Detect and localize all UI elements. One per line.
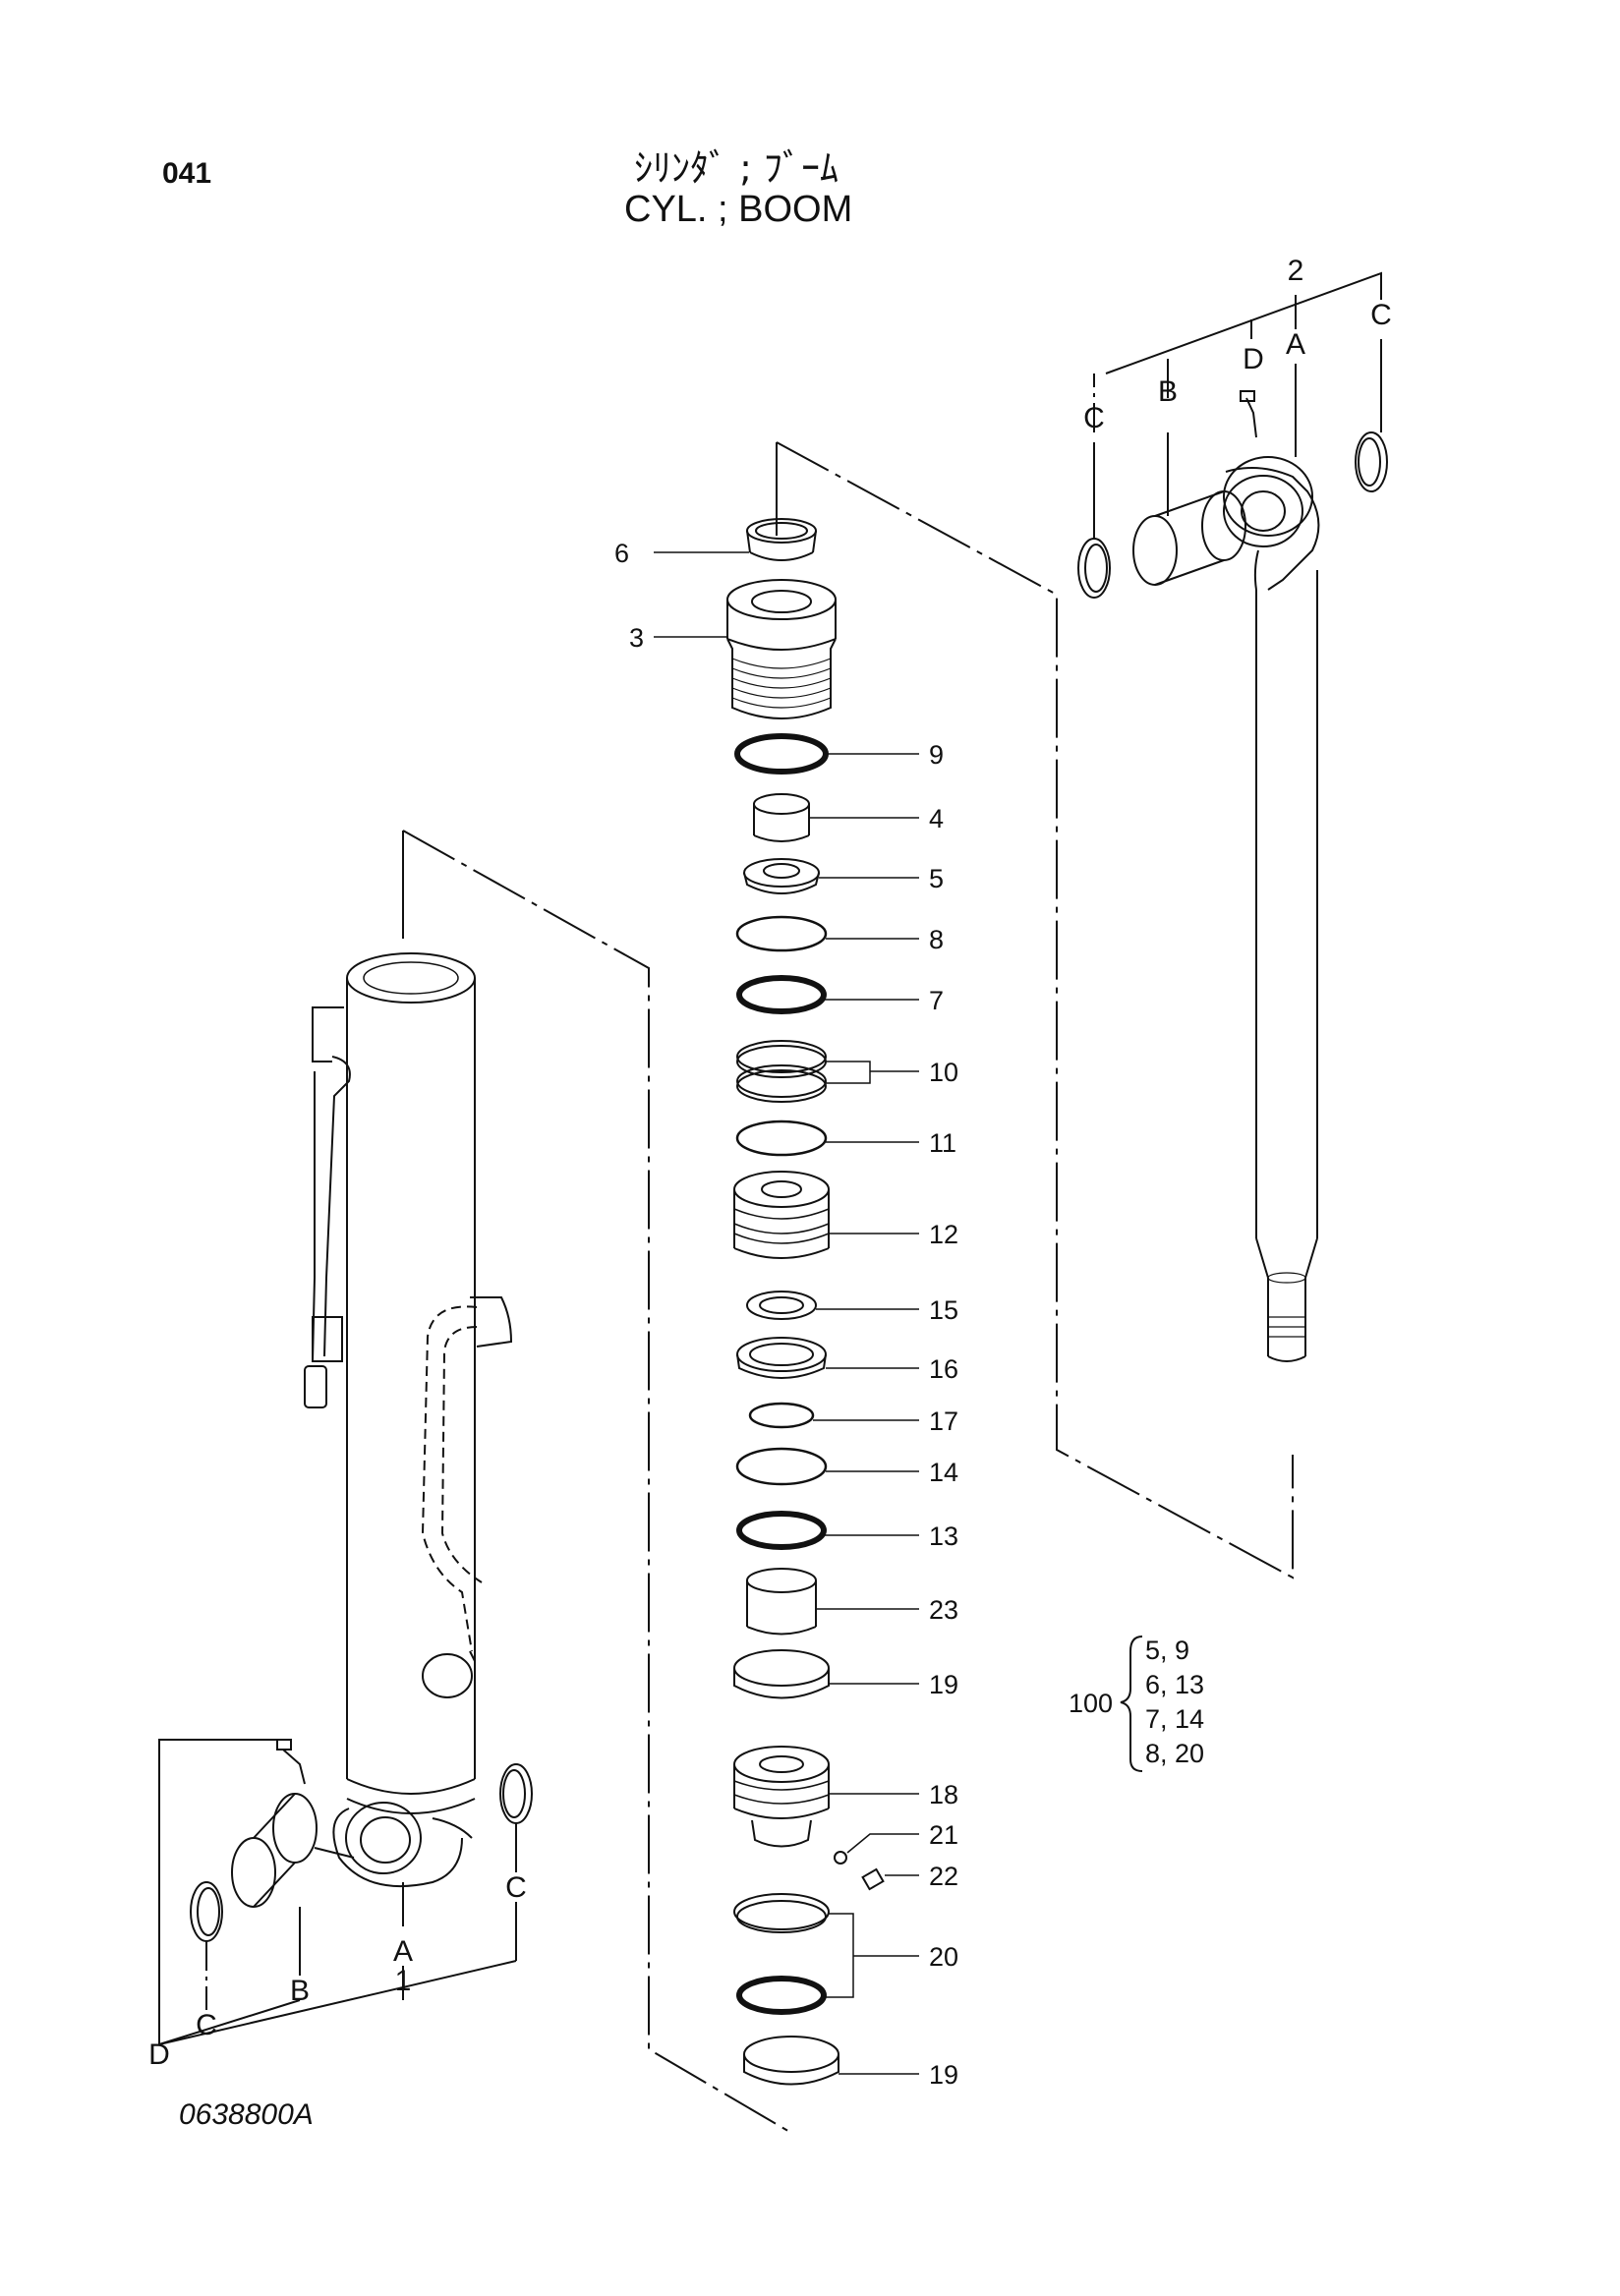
part-callout-6: 6 xyxy=(614,539,629,568)
tube-label-c_right: C xyxy=(505,1871,527,1904)
part-19-lower-shape xyxy=(743,2036,839,2086)
part-callout-19: 19 xyxy=(929,1670,958,1699)
part-23-shape xyxy=(746,1568,817,1636)
kit-entry: 6, 13 xyxy=(1145,1670,1204,1699)
part-callout-13: 13 xyxy=(929,1521,958,1551)
rod-label-leaders xyxy=(1093,271,1382,539)
part-17-shape xyxy=(748,1402,815,1429)
center-part-labels: 6 3 9 4 5 8 7 10 11 12 15 16 17 14 13 23 19 18 21 22 20 19 xyxy=(614,539,958,2090)
title-english: CYL. ; BOOM xyxy=(624,189,853,230)
tube-label-d: D xyxy=(148,2038,170,2071)
rod-label-c_right: C xyxy=(1370,299,1392,331)
tube-seal-c-right xyxy=(499,1763,533,1824)
part-5-shape xyxy=(743,858,820,894)
part-3-shape xyxy=(726,579,837,719)
part-callout-12: 12 xyxy=(929,1220,958,1249)
rod-seal-c-left xyxy=(1077,538,1111,599)
reference-frame-right xyxy=(776,441,1294,1579)
rod-bushing-b xyxy=(1132,490,1246,586)
tube-label-c_left: C xyxy=(196,2009,217,2041)
center-leader-lines xyxy=(654,551,919,2075)
part-8-shape xyxy=(735,915,828,952)
part-9-shape xyxy=(734,733,829,775)
part-10-shape xyxy=(736,1040,827,1103)
part-22-shape xyxy=(861,1867,885,1891)
part-callout-11: 11 xyxy=(929,1128,956,1158)
rod-label-a: A xyxy=(1286,328,1305,361)
part-callout-4: 4 xyxy=(929,804,944,833)
page-code: 041 xyxy=(162,157,212,190)
part-4-shape xyxy=(753,793,810,842)
part-12-shape xyxy=(733,1171,830,1259)
part-11-shape xyxy=(735,1119,828,1157)
tube-seal-c-left xyxy=(190,1881,223,1942)
kit-entry: 7, 14 xyxy=(1145,1704,1204,1734)
part-callout-15: 15 xyxy=(929,1295,958,1325)
part-21-shape xyxy=(834,1851,847,1865)
part-callout-17: 17 xyxy=(929,1406,958,1436)
part-callout-14: 14 xyxy=(929,1458,958,1487)
drawing-number: 0638800A xyxy=(179,2098,314,2131)
title-japanese: ｼﾘﾝﾀﾞ ; ﾌﾞｰﾑ xyxy=(634,146,839,190)
rod-label-assembly: 2 xyxy=(1288,255,1304,287)
kit-entry: 5, 9 xyxy=(1145,1636,1189,1665)
part-callout-19: 19 xyxy=(929,2060,958,2090)
piston-rod xyxy=(1223,390,1320,1362)
part-callout-21: 21 xyxy=(929,1820,958,1850)
tube-label-leaders xyxy=(158,1739,517,2046)
part-callout-23: 23 xyxy=(929,1595,958,1625)
rod-label-d: D xyxy=(1243,343,1264,375)
part-callout-22: 22 xyxy=(929,1862,958,1891)
reference-frame-left xyxy=(402,830,792,2134)
part-callout-9: 9 xyxy=(929,740,944,770)
part-16-shape xyxy=(736,1337,827,1379)
kit-brace xyxy=(1120,1636,1143,1772)
part-14-shape xyxy=(735,1447,828,1486)
tube-label-b: B xyxy=(290,1975,310,2007)
part-19-upper-shape xyxy=(733,1649,830,1699)
part-13-shape xyxy=(736,1511,827,1550)
part-callout-5: 5 xyxy=(929,864,944,893)
tube-label-assembly: 1 xyxy=(395,1965,412,1997)
part-callout-20: 20 xyxy=(929,1942,958,1972)
tube-bushing-b xyxy=(231,1793,355,1908)
part-callout-3: 3 xyxy=(629,623,644,653)
part-18-shape xyxy=(733,1746,830,1848)
rod-label-c_left: C xyxy=(1083,402,1105,434)
part-20-shape xyxy=(733,1893,830,2015)
cylinder-tube xyxy=(276,952,513,1888)
rod-label-b: B xyxy=(1158,375,1178,408)
rod-seal-c-right xyxy=(1355,431,1388,492)
part-6-shape xyxy=(746,518,817,561)
kit-table: 100 5, 9 6, 13 7, 14 8, 20 xyxy=(1069,1636,1204,1768)
part-callout-7: 7 xyxy=(929,986,944,1015)
part-callout-8: 8 xyxy=(929,925,944,954)
kit-number: 100 xyxy=(1069,1689,1113,1718)
part-callout-18: 18 xyxy=(929,1780,958,1809)
kit-entry: 8, 20 xyxy=(1145,1739,1204,1768)
part-7-shape xyxy=(736,975,827,1014)
part-15-shape xyxy=(746,1291,817,1320)
tube-label-a: A xyxy=(393,1935,413,1968)
part-callout-16: 16 xyxy=(929,1354,958,1384)
part-callout-10: 10 xyxy=(929,1058,958,1087)
